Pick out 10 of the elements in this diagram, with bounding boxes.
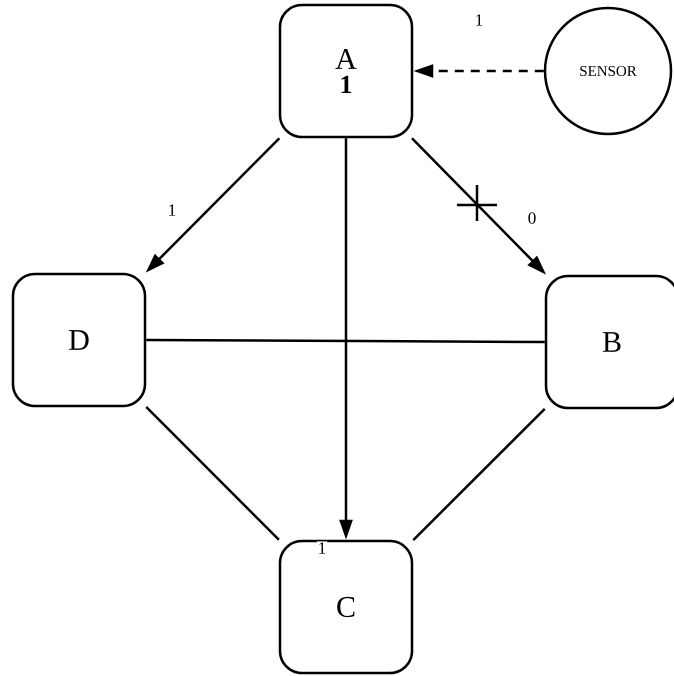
connector-line [412, 408, 546, 541]
node-box: A 1 [278, 4, 414, 138]
edge-label: 0 [526, 211, 538, 225]
connector-line [145, 406, 280, 541]
edge-label: 1 [316, 541, 328, 555]
edge-label: 1 [474, 13, 484, 27]
node-box: B [544, 274, 674, 410]
connector-line [146, 338, 545, 344]
edge-label: 1 [166, 203, 178, 217]
node-box: D [12, 272, 146, 408]
